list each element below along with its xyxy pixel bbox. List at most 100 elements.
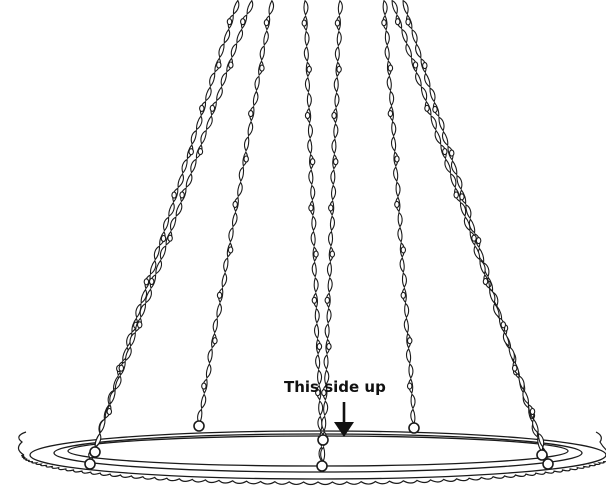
ring-scallop-right bbox=[595, 431, 606, 451]
chain-link bbox=[139, 302, 147, 319]
chain-link bbox=[434, 129, 442, 145]
chain-loop bbox=[326, 342, 332, 351]
chain-link bbox=[303, 45, 309, 62]
chain-loop bbox=[167, 234, 173, 242]
chain-loop bbox=[106, 407, 113, 416]
chain-link bbox=[205, 363, 212, 379]
chain-link bbox=[307, 122, 313, 139]
chain-link bbox=[304, 76, 310, 93]
chain-link bbox=[391, 0, 398, 15]
chain-link bbox=[321, 415, 327, 432]
chain-link bbox=[311, 261, 317, 278]
chain-link bbox=[333, 122, 339, 139]
chain-link bbox=[169, 216, 177, 232]
chain-link bbox=[177, 172, 184, 189]
chain-link bbox=[382, 0, 388, 16]
chain-link bbox=[310, 230, 316, 247]
chain-link bbox=[129, 331, 136, 347]
chain-link bbox=[216, 302, 222, 319]
chain-loop bbox=[199, 104, 205, 112]
chain-link bbox=[329, 215, 336, 232]
chain-link bbox=[175, 201, 183, 217]
chain-link bbox=[493, 302, 500, 318]
chain-5 bbox=[381, 0, 416, 425]
chain-link bbox=[307, 138, 313, 155]
chain-link bbox=[334, 45, 340, 62]
chain-link bbox=[459, 201, 467, 217]
chain-link bbox=[336, 30, 342, 47]
ring-scallop-front bbox=[21, 454, 606, 486]
chain-link bbox=[206, 115, 213, 131]
chain-link bbox=[502, 331, 510, 347]
chain-loop bbox=[248, 110, 254, 118]
chain-link bbox=[450, 160, 458, 176]
chain-link bbox=[252, 90, 259, 107]
chain-link bbox=[444, 158, 451, 174]
chain-link bbox=[223, 28, 231, 44]
chain-link bbox=[395, 181, 401, 198]
chain-link bbox=[153, 245, 161, 261]
chain-loop bbox=[336, 65, 342, 73]
chain-link bbox=[479, 259, 486, 275]
chain-link bbox=[401, 28, 408, 44]
chain-link bbox=[200, 129, 207, 145]
eyelet bbox=[316, 460, 328, 472]
chain-link bbox=[149, 259, 157, 276]
chain-link bbox=[410, 393, 416, 410]
ring-outer-edge bbox=[29, 430, 606, 480]
chain-link bbox=[403, 317, 409, 334]
chain-link bbox=[532, 418, 539, 434]
chain-loop bbox=[324, 296, 331, 304]
chain-link bbox=[327, 276, 333, 293]
chain-link bbox=[163, 216, 170, 232]
chain-link bbox=[317, 369, 323, 386]
chain-link bbox=[237, 181, 243, 198]
chain-link bbox=[155, 259, 163, 275]
chain-link bbox=[331, 138, 337, 155]
chain-loop bbox=[400, 291, 407, 299]
chain-loop bbox=[259, 64, 265, 72]
chain-loop bbox=[424, 104, 430, 112]
chain-link bbox=[405, 347, 412, 364]
chain-link bbox=[389, 90, 395, 107]
chain-link bbox=[456, 174, 463, 191]
chain-link bbox=[518, 375, 525, 391]
chain-link bbox=[304, 30, 310, 47]
chain-loop bbox=[263, 19, 270, 27]
chain-link bbox=[313, 276, 319, 293]
ring bbox=[17, 430, 606, 486]
eyelet bbox=[408, 422, 420, 434]
chain-link bbox=[200, 393, 207, 410]
ring-scalloped-edge bbox=[17, 431, 606, 486]
chain-loop bbox=[432, 105, 438, 113]
chain-link bbox=[438, 116, 445, 132]
chain-link bbox=[209, 71, 216, 88]
chain-link bbox=[318, 400, 324, 417]
chain-link bbox=[125, 346, 132, 362]
chain-link bbox=[232, 211, 238, 228]
chain-link bbox=[473, 245, 481, 261]
chain-loop bbox=[313, 250, 319, 258]
chain-loop bbox=[500, 321, 507, 329]
chain-link bbox=[324, 323, 330, 340]
chain-8 bbox=[391, 0, 549, 463]
eyelets bbox=[84, 420, 554, 472]
chain-link bbox=[259, 45, 266, 61]
chain-loop bbox=[453, 191, 459, 199]
chain-link bbox=[310, 184, 316, 201]
chain-loop bbox=[308, 204, 314, 212]
chain-link bbox=[386, 75, 392, 92]
chain-loop bbox=[321, 389, 327, 397]
chain-loop bbox=[232, 200, 238, 208]
chain-2 bbox=[197, 0, 275, 425]
chain-loop bbox=[329, 250, 336, 258]
chain-link bbox=[323, 400, 329, 417]
chain-link bbox=[99, 418, 106, 434]
chain-loop bbox=[315, 389, 321, 397]
chain-loop bbox=[228, 61, 234, 69]
chain-loop bbox=[394, 200, 400, 208]
chain-link bbox=[228, 226, 234, 243]
chain-link bbox=[430, 115, 437, 131]
chain-link bbox=[190, 129, 197, 145]
